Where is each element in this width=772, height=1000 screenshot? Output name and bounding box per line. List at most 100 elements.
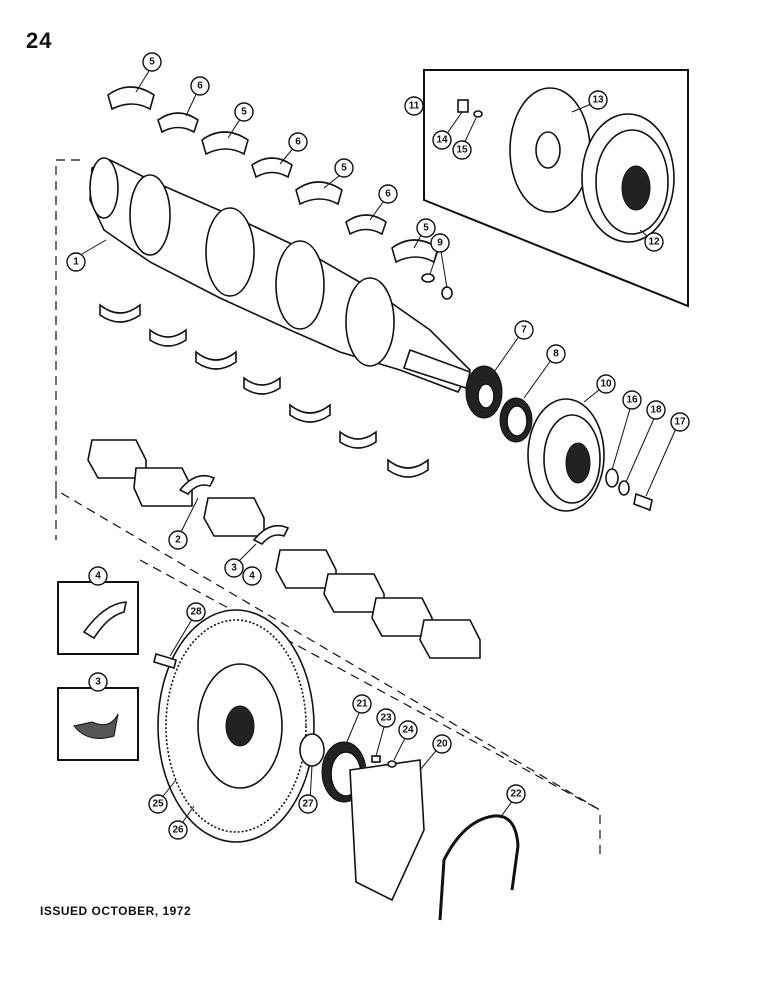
svg-text:6: 6 <box>295 137 301 148</box>
callout-13: 13 <box>588 90 608 110</box>
svg-text:7: 7 <box>521 325 527 336</box>
callout-5: 5 <box>142 52 162 72</box>
callout-1: 1 <box>66 252 86 272</box>
thrust-washer <box>178 474 216 495</box>
callout-9: 9 <box>430 233 450 253</box>
callout-11: 11 <box>404 96 424 116</box>
svg-text:6: 6 <box>385 189 391 200</box>
svg-text:5: 5 <box>241 107 247 118</box>
callout-12: 12 <box>644 232 664 252</box>
thrust-washer <box>252 524 290 545</box>
lock-washer <box>618 480 630 496</box>
dashed-group-outline-lower <box>139 559 601 811</box>
callout-3-detail: 3 <box>88 672 108 692</box>
bearing-shell <box>99 303 141 323</box>
crankshaft-pulley <box>527 398 605 512</box>
o-ring <box>299 733 325 767</box>
callout-20: 20 <box>432 734 452 754</box>
callout-28: 28 <box>186 602 206 622</box>
bearing-shell <box>295 181 343 206</box>
callout-18: 18 <box>646 400 666 420</box>
callout-25: 25 <box>148 794 168 814</box>
crankshaft-flange <box>89 157 119 219</box>
svg-text:11: 11 <box>409 101 420 112</box>
svg-text:12: 12 <box>648 237 660 248</box>
main-bearing-caps <box>87 439 481 659</box>
callout-4: 4 <box>242 566 262 586</box>
callout-24: 24 <box>398 720 418 740</box>
flywheel-bolt <box>153 652 177 670</box>
svg-text:20: 20 <box>436 739 448 750</box>
svg-text:3: 3 <box>95 677 101 688</box>
callout-21: 21 <box>352 694 372 714</box>
svg-text:27: 27 <box>302 799 314 810</box>
callout-6: 6 <box>288 132 308 152</box>
svg-text:8: 8 <box>553 349 559 360</box>
svg-text:3: 3 <box>231 563 237 574</box>
callout-6: 6 <box>190 76 210 96</box>
svg-text:25: 25 <box>152 799 164 810</box>
svg-text:22: 22 <box>510 789 522 800</box>
svg-text:4: 4 <box>95 571 101 582</box>
svg-text:5: 5 <box>341 163 347 174</box>
svg-text:18: 18 <box>650 405 662 416</box>
callout-22: 22 <box>506 784 526 804</box>
callout-17: 17 <box>670 412 690 432</box>
upper-bearing-shells <box>107 86 439 264</box>
woodruff-key <box>441 286 453 300</box>
bearing-shell <box>157 112 199 134</box>
page-number: 24 <box>26 28 53 53</box>
svg-text:16: 16 <box>626 395 638 406</box>
svg-text:21: 21 <box>356 699 368 710</box>
callout-7: 7 <box>514 320 534 340</box>
callout-10: 10 <box>596 374 616 394</box>
damper-bolt <box>457 99 469 113</box>
callout-5: 5 <box>334 158 354 178</box>
svg-text:14: 14 <box>436 135 448 146</box>
retainer-gasket <box>438 814 520 921</box>
retainer-bolt <box>371 755 381 763</box>
callout-5: 5 <box>416 218 436 238</box>
woodruff-key <box>421 273 435 283</box>
bearing-shell <box>201 131 249 156</box>
bearing-shell <box>149 328 187 347</box>
damper-lock-washer <box>473 110 483 118</box>
callout-8: 8 <box>546 344 566 364</box>
thrust-washer-detail-3 <box>73 713 119 739</box>
svg-text:15: 15 <box>456 145 468 156</box>
svg-text:10: 10 <box>600 379 612 390</box>
svg-text:9: 9 <box>437 238 443 249</box>
callout-2: 2 <box>168 530 188 550</box>
vibration-damper <box>581 113 675 243</box>
bearing-shell <box>345 214 387 236</box>
crankshaft <box>89 157 471 393</box>
flywheel <box>157 609 315 843</box>
callout-14: 14 <box>432 130 452 150</box>
svg-text:13: 13 <box>592 95 604 106</box>
callout-5: 5 <box>234 102 254 122</box>
svg-text:6: 6 <box>197 81 203 92</box>
retainer-lockwasher <box>387 760 397 768</box>
bearing-shell <box>339 430 377 449</box>
callout-16: 16 <box>622 390 642 410</box>
svg-text:5: 5 <box>149 57 155 68</box>
bearing-shell <box>195 350 237 370</box>
svg-text:1: 1 <box>73 257 79 268</box>
bearing-shell <box>387 458 429 478</box>
svg-text:24: 24 <box>402 725 414 736</box>
lower-bearing-shells <box>99 303 429 478</box>
bearing-shell <box>243 376 281 395</box>
svg-text:17: 17 <box>674 417 686 428</box>
svg-text:2: 2 <box>175 535 181 546</box>
dashed-group-outline <box>55 159 601 860</box>
callout-23: 23 <box>376 708 396 728</box>
bearing-shell <box>107 86 155 111</box>
washer <box>605 468 619 488</box>
issued-date-footer: ISSUED OCTOBER, 1972 <box>40 904 192 918</box>
bearing-shell <box>251 157 293 179</box>
svg-text:5: 5 <box>423 223 429 234</box>
pulley-bolt <box>633 492 653 512</box>
inset-box-pulley <box>423 69 689 308</box>
bearing-shell <box>289 403 331 423</box>
